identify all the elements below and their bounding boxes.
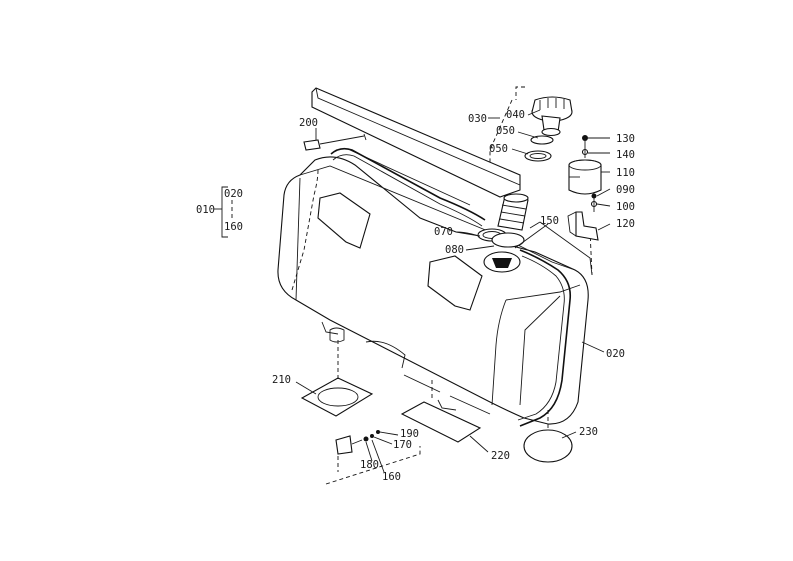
fuel-cap [531,96,573,137]
label-010: 010 [196,204,215,216]
label-100: 100 [616,201,635,213]
label-040: 040 [506,109,525,121]
label-200: 200 [299,117,318,129]
label-160: 160 [382,471,401,483]
label-170: 170 [393,439,412,451]
assembly-leader-150 [514,221,593,276]
label-070: 070 [434,226,453,238]
assembly-bracket-010: 010 020 160 [196,186,243,238]
label-020: 020 [606,348,625,360]
label-210: 210 [272,374,291,386]
sediment-cup-110 [568,159,602,195]
pad-220 [400,401,482,443]
label-110: 110 [616,167,635,179]
label-220: 220 [491,450,510,462]
disc-230 [523,410,573,463]
label-150: 150 [540,215,559,227]
label-120: 120 [616,218,635,230]
fuel-tank [277,156,589,425]
bolt-200 [303,133,367,151]
plate-210 [300,327,374,417]
filler-neck [477,193,529,273]
label-140: 140 [616,149,635,161]
part-labels: 200 030 040 050 050 130 140 110 090 100 … [272,109,635,483]
label-080: 080 [445,244,464,256]
label-230: 230 [579,426,598,438]
label-050-b: 050 [489,143,508,155]
label-180: 180 [360,459,379,471]
label-030: 030 [468,113,487,125]
tank-band [330,147,486,221]
bracket-120 [567,211,599,241]
leader-lines [295,109,611,473]
gasket-050-b [524,150,552,162]
label-130: 130 [616,133,635,145]
label-050-a: 050 [496,125,515,137]
label-090: 090 [616,184,635,196]
drain-assembly [325,430,421,485]
label-160-group: 160 [224,221,243,233]
tank-band-lower [519,249,572,427]
label-190: 190 [400,428,419,440]
label-020-group: 020 [224,188,243,200]
